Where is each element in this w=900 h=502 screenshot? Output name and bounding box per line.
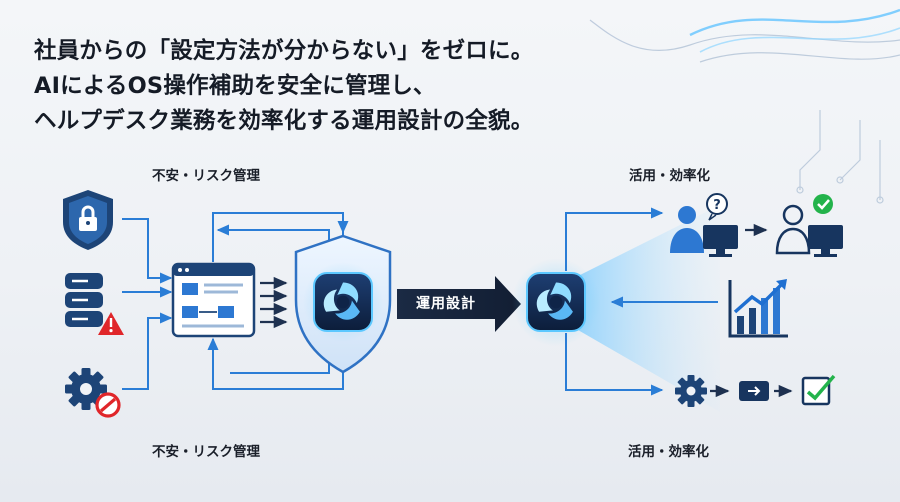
headline: 社員からの「設定方法が分からない」をゼロに。 AIによるOS操作補助を安全に管理… bbox=[34, 34, 654, 139]
circuit-glow bbox=[689, 8, 900, 53]
growth-chart-icon bbox=[728, 279, 788, 338]
shield-ai-icon bbox=[294, 234, 392, 374]
headline-line-2: AIによるOS操作補助を安全に管理し、 bbox=[34, 73, 436, 99]
left-connectors bbox=[122, 218, 173, 390]
user-question-icon: ? bbox=[670, 193, 738, 257]
ai-app-icon bbox=[512, 258, 600, 346]
risk-label-top: 不安・リスク管理 bbox=[152, 168, 260, 184]
headline-line-3: ヘルプデスク業務を効率化する運用設計の全貌。 bbox=[34, 108, 534, 134]
admin-console-icon bbox=[171, 262, 256, 338]
feedback-loops bbox=[207, 212, 349, 390]
benefit-label-bottom: 活用・効率化 bbox=[628, 444, 709, 460]
center-arrow-label: 運用設計 bbox=[416, 296, 476, 312]
console-to-shield-arrows bbox=[260, 276, 288, 329]
risk-label-bottom: 不安・リスク管理 bbox=[152, 444, 260, 460]
gear-blocked-icon bbox=[65, 368, 121, 418]
center-big-arrow bbox=[397, 276, 521, 332]
headline-line-1: 社員からの「設定方法が分からない」をゼロに。 bbox=[34, 38, 534, 64]
benefit-label-top: 活用・効率化 bbox=[629, 168, 710, 184]
light-beam bbox=[578, 205, 720, 412]
right-connectors bbox=[565, 207, 718, 396]
server-warning-icon bbox=[65, 273, 124, 335]
lock-shield-icon bbox=[63, 190, 113, 250]
automation-flow-icon bbox=[675, 374, 836, 407]
user-resolved-icon bbox=[775, 194, 843, 257]
svg-text:?: ? bbox=[713, 198, 721, 213]
circuit-decoration bbox=[589, 19, 900, 204]
